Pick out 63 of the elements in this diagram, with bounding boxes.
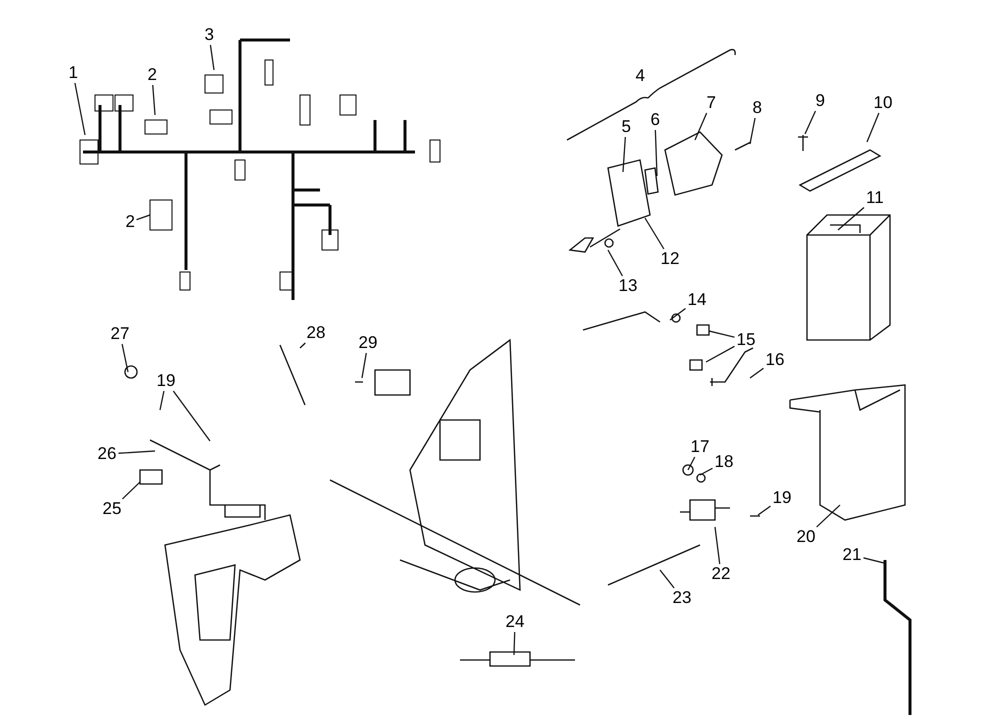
callout-number: 7 <box>706 94 717 112</box>
callout-number: 25 <box>102 500 122 518</box>
leader-line <box>513 632 516 656</box>
leader-line <box>118 450 156 454</box>
leader-line <box>361 352 367 378</box>
leader-line <box>607 250 623 276</box>
leader-line <box>804 110 816 134</box>
leader-line <box>300 342 306 348</box>
leader-line <box>838 207 864 230</box>
callout-number: 29 <box>358 334 378 352</box>
leader-line <box>122 482 140 500</box>
callout-number: 17 <box>690 438 710 456</box>
leader-line <box>816 504 840 528</box>
callout-number: 6 <box>650 111 661 129</box>
leader-line <box>687 456 696 470</box>
leader-line <box>863 557 884 564</box>
leader-line <box>74 82 86 136</box>
callout-number: 1 <box>68 64 79 82</box>
callout-number: 26 <box>96 445 118 463</box>
leader-line <box>136 214 150 220</box>
callout-number: 2 <box>146 66 158 84</box>
leader-line <box>660 570 675 588</box>
leader-line <box>122 344 129 372</box>
callout-number: 13 <box>618 277 638 295</box>
leader-line <box>670 308 686 320</box>
callout-number: 22 <box>710 565 732 583</box>
callout-number: 27 <box>110 325 130 343</box>
leader-line <box>152 84 156 116</box>
callout-number: 19 <box>772 489 792 507</box>
leader-line <box>644 218 664 250</box>
callout-number: 3 <box>204 26 215 44</box>
leader-line <box>622 136 626 172</box>
callout-number: 5 <box>620 118 632 136</box>
callout-number: 8 <box>752 99 763 117</box>
callout-number: 10 <box>872 94 894 112</box>
callout-number: 4 <box>634 67 646 85</box>
leader-line <box>714 526 720 564</box>
leader-line <box>700 468 713 476</box>
callout-number: 16 <box>764 351 786 369</box>
callout-number: 28 <box>306 324 326 342</box>
leader-line <box>706 346 735 363</box>
callout-number: 24 <box>504 613 526 631</box>
leader-line <box>694 112 708 140</box>
callout-number: 2 <box>124 213 136 231</box>
callout-number: 9 <box>814 92 826 110</box>
leader-line <box>749 118 756 144</box>
leader-line <box>159 390 165 410</box>
leader-line <box>654 130 658 176</box>
leader-line <box>750 368 764 378</box>
leader-line <box>210 44 215 70</box>
leader-line <box>708 330 735 338</box>
callout-number: 23 <box>672 589 692 607</box>
callout-number: 14 <box>686 291 708 309</box>
leader-line <box>172 390 210 442</box>
callout-number: 12 <box>660 250 680 268</box>
callout-number: 18 <box>714 453 734 471</box>
callout-number: 11 <box>865 189 885 207</box>
leader-line <box>758 506 771 516</box>
callout-number: 21 <box>842 546 862 564</box>
leader-line <box>866 112 880 142</box>
callout-number: 15 <box>736 331 756 349</box>
callout-number: 19 <box>156 372 176 390</box>
callout-number: 20 <box>796 528 816 546</box>
